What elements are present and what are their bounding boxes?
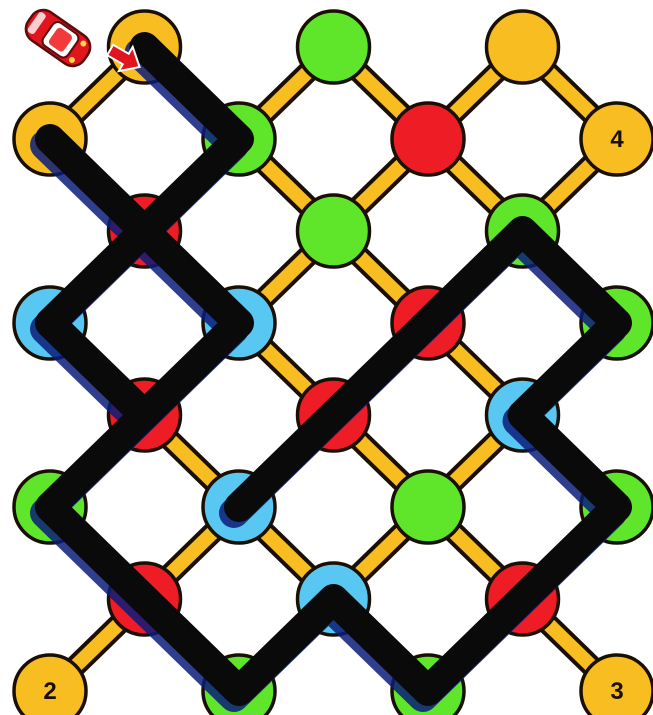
node-number-label: 2 [43, 678, 56, 705]
node-green[interactable] [298, 195, 370, 267]
node-yellow[interactable]: 3 [581, 655, 653, 715]
drawn-route-line [50, 47, 617, 691]
red-car-icon[interactable] [20, 5, 95, 72]
node-yellow[interactable] [487, 11, 559, 83]
node-green[interactable] [392, 471, 464, 543]
node-green[interactable] [298, 11, 370, 83]
node-yellow[interactable]: 4 [581, 103, 653, 175]
node-number-label: 4 [610, 126, 624, 153]
node-red[interactable] [392, 103, 464, 175]
node-circle[interactable] [392, 103, 464, 175]
drawn-route [45, 47, 617, 697]
node-number-label: 3 [610, 678, 623, 705]
node-circle[interactable] [298, 195, 370, 267]
node-circle[interactable] [298, 11, 370, 83]
node-circle[interactable] [487, 11, 559, 83]
node-circle[interactable] [392, 471, 464, 543]
node-yellow[interactable]: 2 [14, 655, 86, 715]
